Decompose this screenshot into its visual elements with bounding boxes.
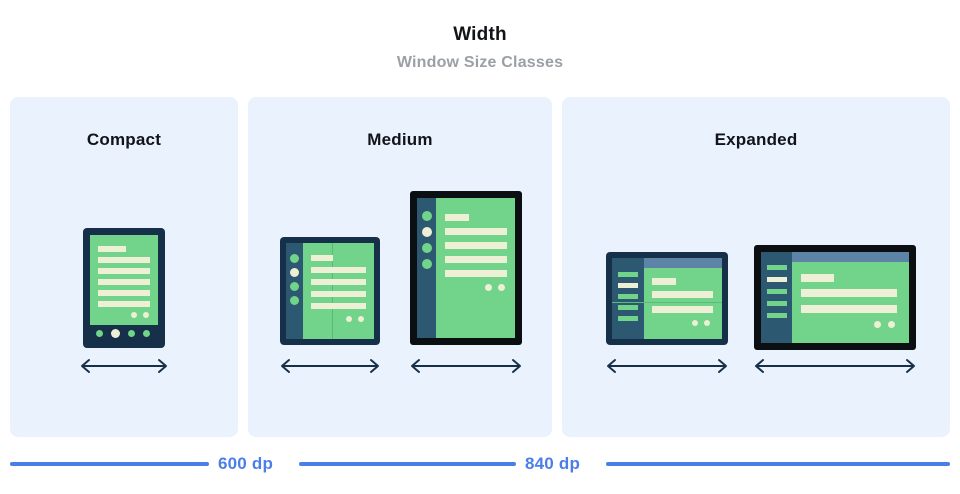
panel-title-medium: Medium <box>367 130 433 149</box>
measure-line-expanded <box>606 462 950 466</box>
width-arrow-expanded-foldable <box>604 357 730 375</box>
measure-label-600dp: 600 dp <box>218 454 274 473</box>
app-top-bar <box>792 252 909 262</box>
content-dot <box>131 312 137 318</box>
device-screen <box>286 243 374 339</box>
rail-item-bar-active <box>767 277 787 282</box>
panel-title-expanded: Expanded <box>714 130 798 149</box>
rail-item-bar-active <box>618 283 638 288</box>
content-bar <box>311 303 366 309</box>
content-bar <box>445 256 507 263</box>
panel-medium: Medium <box>248 97 552 437</box>
content-bar <box>652 306 713 313</box>
content-bar <box>98 257 150 263</box>
nav-item-dot <box>96 330 103 337</box>
rail-item-bar <box>767 313 787 318</box>
device-expanded-foldable <box>606 252 728 345</box>
content-bar <box>98 268 150 274</box>
rail-item-dot <box>290 254 299 263</box>
rail-item-dot <box>290 282 299 291</box>
content-bar <box>311 291 366 297</box>
content-bar <box>311 279 366 285</box>
content-bar <box>445 214 469 221</box>
content-dot <box>888 321 895 328</box>
rail-item-bar <box>767 301 787 306</box>
content-dot <box>692 320 698 326</box>
rail-item-dot <box>290 296 299 305</box>
rail-item-dot <box>422 259 432 269</box>
rail-item-bar <box>618 316 638 321</box>
content-bar <box>801 305 897 313</box>
rail-item-bar <box>767 265 787 270</box>
content-bar <box>445 228 507 235</box>
nav-item-dot-active <box>111 329 120 338</box>
content-bar <box>98 290 150 296</box>
fold-crease <box>612 302 722 303</box>
content-bar <box>801 274 834 282</box>
device-medium-tablet <box>410 191 522 345</box>
navigation-rail <box>612 258 644 339</box>
content-bar <box>445 270 507 277</box>
rail-item-bar <box>618 294 638 299</box>
content-bar <box>98 279 150 285</box>
rail-item-dot-active <box>290 268 299 277</box>
navigation-rail <box>286 243 303 339</box>
content-dot <box>874 321 881 328</box>
content-dot <box>498 284 505 291</box>
width-arrow-compact <box>78 357 170 375</box>
nav-item-dot <box>128 330 135 337</box>
measure-line-medium <box>299 462 516 466</box>
device-screen <box>612 258 722 339</box>
content-dot <box>704 320 710 326</box>
content-dot <box>346 316 352 322</box>
app-top-bar <box>644 258 722 268</box>
content-bar <box>311 255 333 261</box>
rail-item-dot <box>422 243 432 253</box>
width-arrow-medium-tablet <box>408 357 524 375</box>
content-dot <box>485 284 492 291</box>
device-compact-phone <box>83 228 165 348</box>
content-dot <box>358 316 364 322</box>
device-expanded-tablet <box>754 245 916 350</box>
rail-item-bar <box>767 289 787 294</box>
width-arrow-expanded-tablet <box>752 357 918 375</box>
content-bar <box>98 246 126 252</box>
panel-title-compact: Compact <box>86 130 162 149</box>
navigation-rail <box>417 198 436 338</box>
width-arrow-medium-foldable <box>278 357 382 375</box>
measure-line-compact <box>10 462 209 466</box>
content-dot <box>143 312 149 318</box>
device-screen <box>90 235 158 341</box>
content-bar <box>311 267 366 273</box>
device-screen <box>417 198 515 338</box>
content-bar <box>445 242 507 249</box>
rail-item-dot-active <box>422 227 432 237</box>
content-bar <box>652 278 676 285</box>
device-screen <box>761 252 909 343</box>
content-bar <box>652 291 713 298</box>
panel-compact: Compact <box>10 97 238 437</box>
content-bar <box>98 301 150 307</box>
nav-item-dot <box>143 330 150 337</box>
device-medium-foldable <box>280 237 380 345</box>
navigation-rail <box>761 252 792 343</box>
rail-item-bar <box>618 272 638 277</box>
content-bar <box>801 289 897 297</box>
page-title: Width <box>453 24 507 45</box>
measure-label-840dp: 840 dp <box>525 454 581 473</box>
panel-expanded: Expanded <box>562 97 950 437</box>
page-subtitle: Window Size Classes <box>396 54 564 71</box>
rail-item-bar <box>618 305 638 310</box>
bottom-nav-bar <box>90 325 158 341</box>
rail-item-dot <box>422 211 432 221</box>
